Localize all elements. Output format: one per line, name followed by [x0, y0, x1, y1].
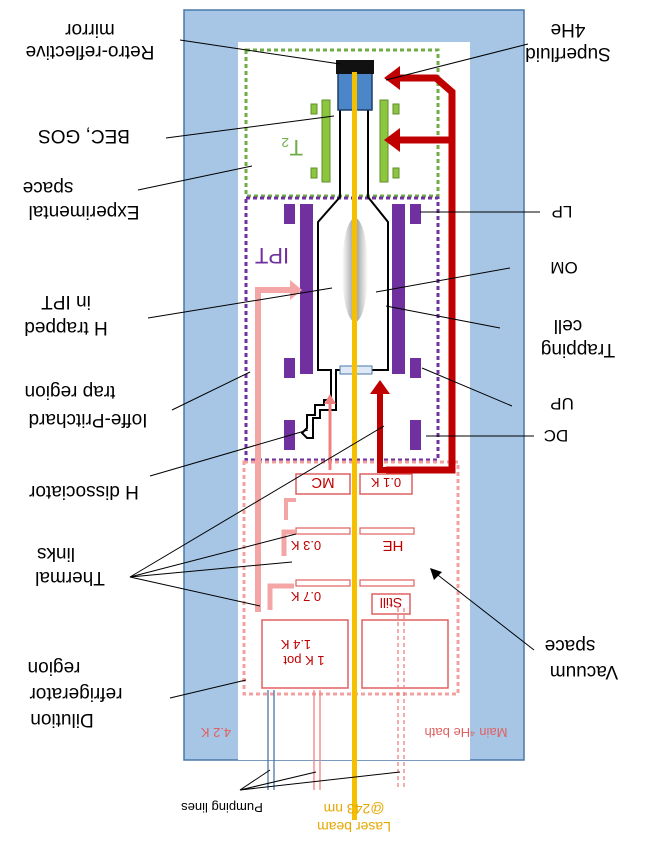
- trapping-cell: [300, 71, 389, 439]
- label-trapping: Trapping: [541, 339, 615, 360]
- dark-link-bottom: [377, 392, 412, 473]
- label-h-dissociator: H dissociator: [28, 481, 138, 502]
- laser-beam: [352, 72, 357, 820]
- diagram-labels: mirror Retro-reflective 4He Superfluid B…: [23, 19, 619, 835]
- label-still: Still: [380, 595, 403, 611]
- label-03k: 0.3 K: [290, 538, 321, 553]
- label-retro: Retro-reflective: [26, 41, 155, 62]
- mc-box: [295, 473, 351, 495]
- label-superfluid: Superfluid: [525, 43, 611, 64]
- label-laser-nm: @243 nm: [324, 801, 385, 817]
- experimental-space-box: [244, 48, 440, 198]
- label-mirror: mirror: [65, 19, 115, 40]
- label-refrigerator: refrigerator: [29, 683, 123, 704]
- label-t2: T₂: [281, 135, 303, 160]
- label-1k-pot: 1 K pot: [283, 653, 325, 668]
- label-dc: DC: [544, 426, 569, 445]
- label-vacuum: Vacuum: [550, 661, 618, 682]
- label-he4: 4He: [551, 19, 586, 40]
- pot-box: [261, 619, 349, 689]
- trap-region-box: [244, 196, 440, 462]
- thermal-link-dark: [386, 74, 456, 474]
- thermal-link-mc: [284, 498, 296, 520]
- label-up: UP: [550, 394, 574, 413]
- t01-box: [359, 473, 413, 495]
- label-laser-beam: Laser beam: [317, 819, 391, 835]
- dilution-region-box: [242, 460, 460, 696]
- leader-lines: [129, 39, 540, 791]
- label-main-bath: Main ⁴He bath: [425, 725, 508, 740]
- thermal-link-light: [255, 287, 292, 612]
- thermal-link-arrow-head: [290, 280, 302, 300]
- label-mc: MC: [311, 474, 334, 491]
- label-experimental: Experimental: [29, 201, 140, 222]
- label-dilution: Dilution: [30, 709, 93, 730]
- label-cell: cell: [554, 315, 583, 336]
- thermal-link-03: [281, 529, 296, 556]
- label-pumping: Pumping lines: [181, 800, 263, 815]
- label-om: OM: [550, 258, 577, 277]
- label-space-exp: space: [23, 177, 74, 198]
- right-pot-box: [361, 619, 449, 689]
- label-in-ipt: in IPT: [41, 291, 91, 312]
- dissociator-arrow: [324, 394, 336, 404]
- label-14k: 1.4 K: [280, 637, 311, 652]
- vacuum-arrow-head: [430, 568, 442, 580]
- label-ioffe: Ioffe-Pritchard: [29, 409, 148, 430]
- label-region: region: [28, 657, 81, 678]
- pumping-lines: [267, 608, 405, 790]
- label-he: HE: [383, 537, 404, 554]
- dark-arrow-mid: [384, 128, 400, 152]
- thermal-link-07: [267, 583, 294, 610]
- dark-arrow-bottom: [370, 380, 390, 394]
- label-bec-gos: BEC, GOS: [38, 125, 130, 146]
- fridge-components: [261, 473, 449, 689]
- still-box: [371, 593, 411, 615]
- label-ipt: IPT: [255, 243, 289, 268]
- label-01k: 0.1 K: [370, 475, 401, 490]
- label-trap-region: trap region: [25, 381, 116, 402]
- retro-mirror: [336, 60, 374, 74]
- t2-coils: [310, 99, 400, 183]
- label-h-trapped: H trapped: [24, 317, 107, 338]
- label-lp: LP: [552, 202, 573, 221]
- label-vacuum-space: space: [545, 635, 596, 656]
- label-links: links: [37, 543, 75, 564]
- label-thermal: Thermal: [35, 567, 105, 588]
- label-07k: 0.7 K: [290, 589, 321, 604]
- label-42k: 4.2 K: [200, 725, 231, 740]
